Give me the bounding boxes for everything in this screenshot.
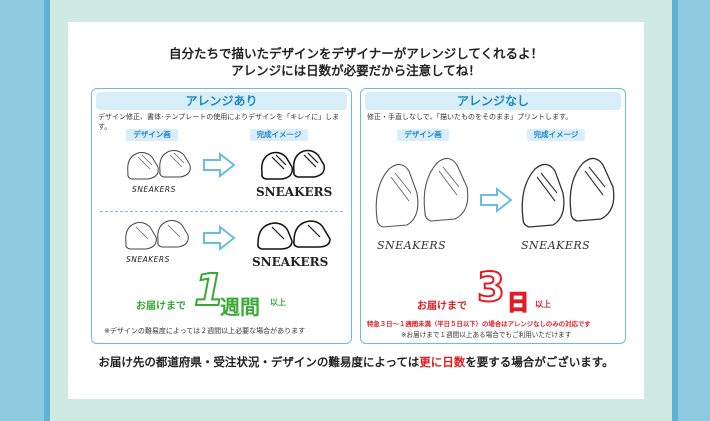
delivery-note: ※お届けまで１週間以上ある場合でもご利用いただけます xyxy=(401,331,572,339)
left-border xyxy=(0,0,44,421)
shoe-sketch-icon xyxy=(125,220,189,250)
shoe-sketch-icon xyxy=(127,150,191,180)
delivery-suffix: 以上 xyxy=(535,300,551,309)
delivery-prefix: お届けまで xyxy=(417,301,467,312)
divider xyxy=(100,211,343,212)
arrow-right-icon xyxy=(203,225,236,251)
delivery-note: ※デザインの難易度によっては２週間以上必要な場合があります xyxy=(104,327,306,335)
panel-without-arrange: アレンジなし 修正・手直しなしで、「描いたものをそのまま」プリントします。 デザ… xyxy=(360,88,626,344)
footer-text-2: を要する場合がございます。 xyxy=(465,355,614,369)
delivery-number: 1 xyxy=(193,264,226,317)
panel-with-arrange: アレンジあり デザイン修正、書体･テンプレートの使用によりデザインを「キレイに」… xyxy=(91,88,352,344)
express-note: 特急３日～１週間未満（平日５日以下）の場合はアレンジなしのみの対応です xyxy=(367,320,591,328)
footer-highlight: 更に日数 xyxy=(419,355,466,369)
footer-notice: お届け先の都道府県・受注状況・デザインの難易度によっては更に日数を要する場合がご… xyxy=(68,354,644,370)
delivery-prefix: お届けまで xyxy=(136,301,186,312)
delivery-number: 3 xyxy=(476,264,506,312)
right-border-inner xyxy=(672,0,678,421)
intro-line-1: 自分たちで描いたデザインをデザイナーがアレンジしてくれるよ！ xyxy=(168,46,543,61)
tag-finished-image: 完成イメージ xyxy=(250,129,308,141)
shoe-finished-icon xyxy=(521,157,615,228)
intro-line-2: アレンジには日数が必要だから注意してね！ xyxy=(231,63,481,78)
tag-design-drawing: デザイン画 xyxy=(397,129,449,141)
delivery-suffix: 以上 xyxy=(270,298,286,307)
delivery-unit: 週間 xyxy=(220,295,260,319)
sneakers-sketch-text: SNEAKERS xyxy=(126,255,170,264)
panel-description: デザイン修正、書体･テンプレートの使用によりデザインを「キレイに」します。 xyxy=(98,113,340,131)
sneakers-logo-text: SNEAKERS xyxy=(252,255,329,269)
sneakers-logo-text: SNEAKERS xyxy=(256,185,333,199)
footer-text-1: お届け先の都道府県・受注状況・デザインの難易度によっては xyxy=(98,355,420,369)
arrow-right-icon xyxy=(480,187,513,213)
panel-title: アレンジなし xyxy=(365,92,621,110)
intro-heading: 自分たちで描いたデザインをデザイナーがアレンジしてくれるよ！ アレンジには日数が… xyxy=(68,45,644,79)
right-border xyxy=(678,0,710,421)
shoe-finished-icon xyxy=(257,220,331,250)
sneakers-sketch-text: SNEAKERS xyxy=(132,185,176,194)
tag-design-drawing: デザイン画 xyxy=(126,129,178,141)
sneakers-sketch-text: SNEAKERS xyxy=(377,239,447,252)
sneakers-logo-text: SNEAKERS xyxy=(521,239,591,252)
panel-description: 修正・手直しなしで、「描いたものをそのまま」プリントします。 xyxy=(367,113,573,121)
shoe-sketch-icon xyxy=(375,157,469,228)
tag-finished-image: 完成イメージ xyxy=(527,129,585,141)
arrow-right-icon xyxy=(203,152,236,178)
delivery-unit: 日 xyxy=(506,290,530,317)
panel-title: アレンジあり xyxy=(96,92,347,110)
left-border-inner xyxy=(44,0,50,421)
shoe-finished-icon xyxy=(260,149,326,180)
